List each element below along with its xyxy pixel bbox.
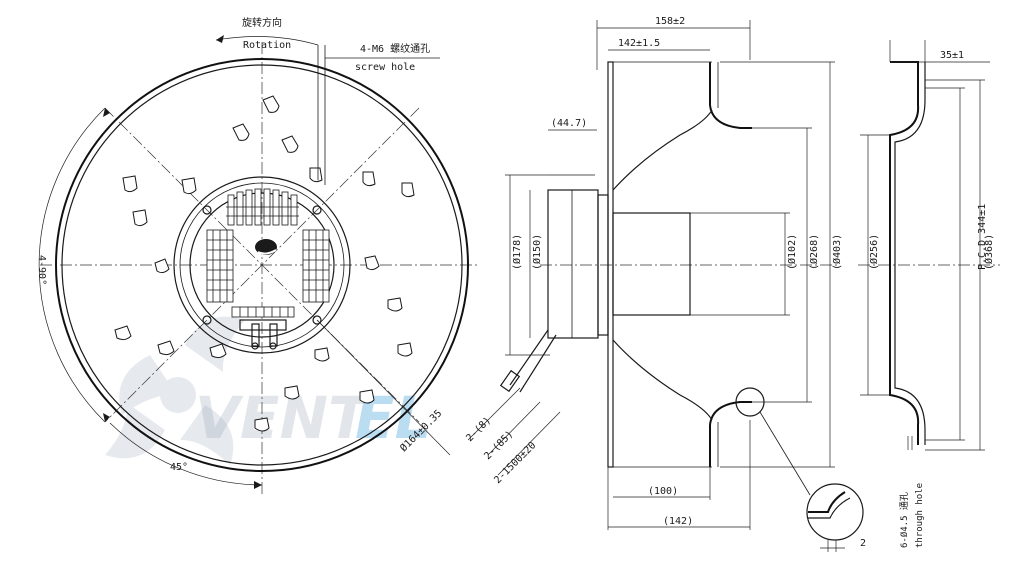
rotation-annotation: 旋转方向 Rotation (215, 16, 319, 51)
front-centerline-d2 (104, 107, 420, 423)
watermark: VENT EL (105, 316, 432, 465)
side-bottom-100: (100) (648, 486, 678, 497)
motor-pcd-circle (179, 182, 345, 348)
ring-hole-label-en: through hole (915, 483, 925, 548)
motor-hole-bl (202, 315, 212, 325)
side-cable (509, 329, 557, 393)
motor-grill-right (302, 229, 330, 303)
motor-logo-icon (255, 239, 277, 255)
ring-dia-368: (Ø368) (983, 234, 995, 270)
ring-profile-outer (889, 61, 920, 445)
front-inner-ring (61, 64, 463, 466)
watermark-fan-icon (105, 316, 245, 465)
screw-hole-label-cn: 4-M6 螺纹通孔 (360, 42, 430, 55)
motor-grill-bottom (231, 306, 295, 318)
rotation-label-en: Rotation (243, 40, 291, 51)
rotation-label-cn: 旋转方向 (242, 16, 282, 29)
ring-view: 35±1 (Ø256) P.C.D 344±1 (Ø368) 6-Ø4.5 通孔… (858, 40, 1000, 548)
side-bottom-142: (142) (663, 516, 693, 527)
side-inlet-bottom (709, 401, 752, 467)
angle-45-label: 45° (170, 462, 188, 473)
front-outer-ring (55, 58, 469, 472)
ring-dia-256: (Ø256) (868, 234, 880, 270)
cable-gland-assembly (239, 319, 287, 350)
screw-hole-annotation: 4-M6 螺纹通孔 screw hole (317, 42, 440, 185)
cable-dim-1-label: 2-(8) (464, 415, 493, 444)
ring-hole-label-cn: 6-Ø4.5 通孔 (899, 492, 910, 548)
side-dia-178: (Ø178) (511, 234, 523, 270)
detail-marker-circle (735, 387, 765, 417)
side-blade-top (612, 109, 713, 191)
ring-width-label: 35±1 (940, 50, 964, 61)
cable-dimensions: 2-(8) 2-(85) 2-1500±20 (464, 387, 561, 486)
angle-dimension-4x90: 4-90° (36, 107, 110, 423)
side-width-total: 158±2 (655, 16, 685, 27)
front-view: 旋转方向 Rotation 4-M6 螺纹通孔 screw hole 4-90°… (36, 16, 561, 495)
blade-slots (114, 95, 415, 432)
side-motor-body (547, 189, 599, 339)
motor-grill-top (226, 188, 299, 226)
angle-dimension-45: 45° (109, 422, 263, 489)
ring-profile-inner (894, 62, 926, 445)
side-dia-102: (Ø102) (786, 234, 798, 270)
detail-view-circle (806, 483, 864, 541)
detail-dim-2: 2 (860, 538, 866, 549)
screw-hole-label-en: screw hole (355, 62, 415, 73)
ring-pcd-label: P.C.D 344±1 (977, 204, 988, 270)
side-blade-bottom (612, 339, 713, 421)
side-dia-150: (Ø150) (531, 234, 543, 270)
cable-dim-2-label: 2-(85) (482, 429, 515, 462)
motor-outer-circle (173, 176, 351, 354)
motor-hole-br (312, 315, 322, 325)
side-inlet-top (709, 62, 752, 129)
motor-hole-tr (312, 205, 322, 215)
motor-grill-left (206, 229, 234, 303)
motor-hole-tl (202, 205, 212, 215)
motor-body-circle (189, 192, 335, 338)
side-dia-268: (Ø268) (808, 234, 820, 270)
side-offset-left: (44.7) (551, 118, 587, 129)
angle-4x90-label: 4-90° (36, 255, 47, 285)
side-motor-rotor (612, 212, 691, 316)
side-width-inner: 142±1.5 (618, 38, 660, 49)
side-dia-403: (Ø403) (831, 234, 843, 270)
side-view: 158±2 142±1.5 (44.7) (Ø178) (Ø150) (Ø102… (499, 16, 866, 552)
watermark-brand-a: VENT (195, 384, 372, 452)
side-back-plate (607, 61, 614, 468)
